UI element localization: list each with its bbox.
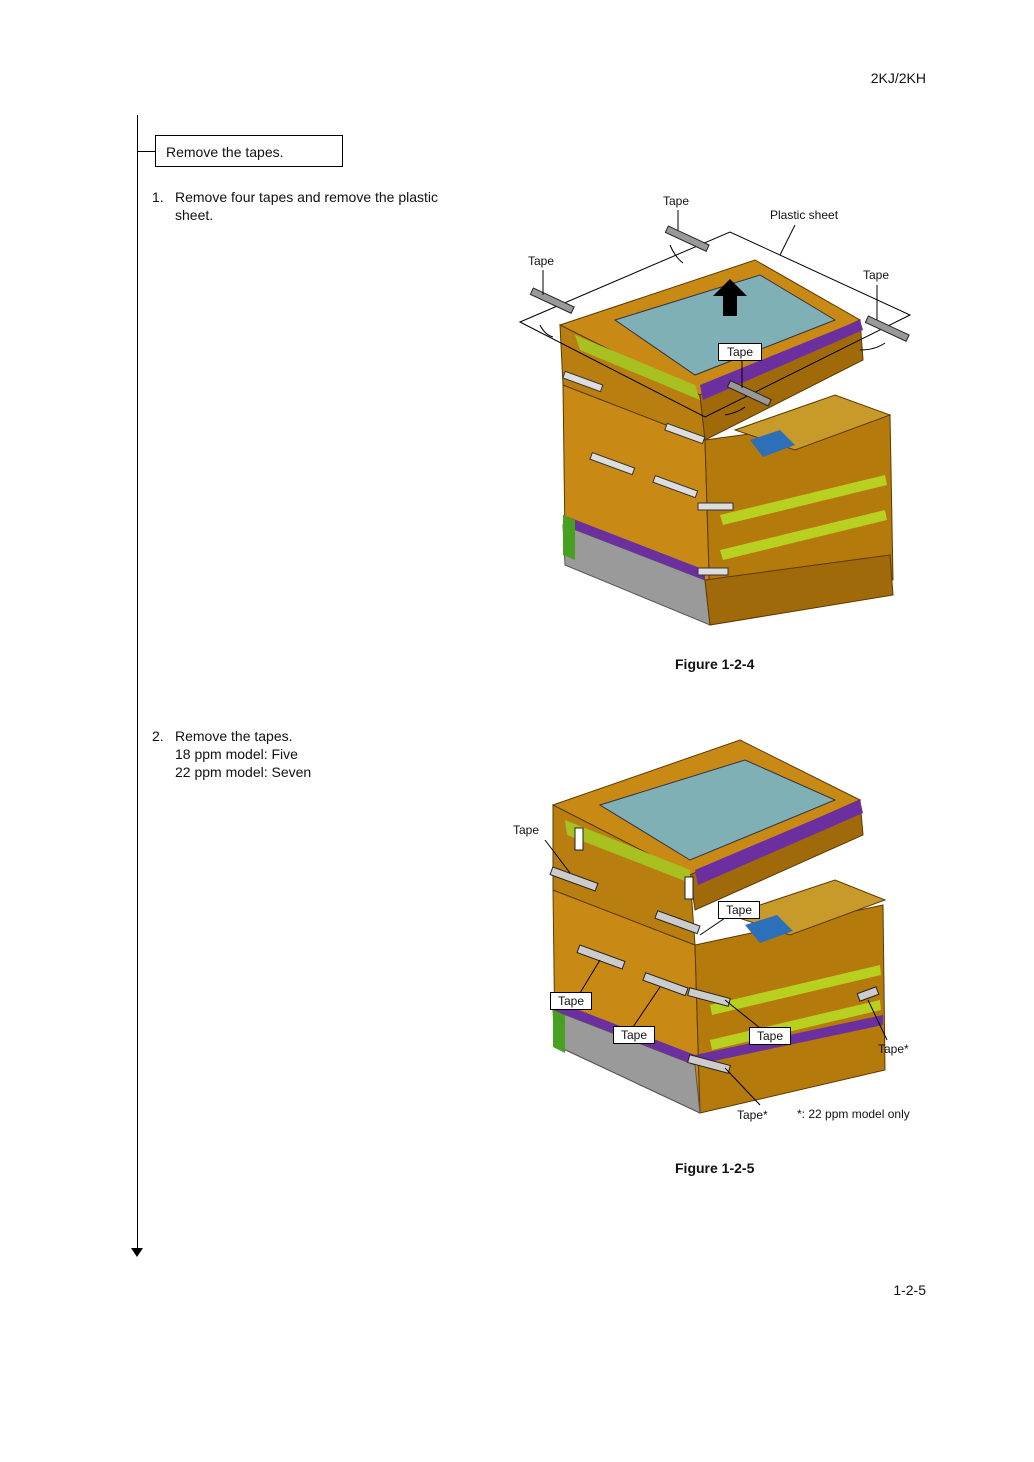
copier-tapes-illustration (544, 739, 888, 1114)
step-text: sheet. (175, 207, 214, 223)
copier-plastic-sheet-illustration (518, 210, 912, 626)
step-text: Remove four tapes and remove the plastic (175, 189, 439, 205)
step-text: Remove the tapes. (175, 728, 293, 744)
figure-1-caption: Figure 1-2-4 (675, 656, 755, 672)
label-tape: Tape (550, 992, 593, 1010)
figure-1-illustration: Tape Plastic sheet Tape Tape Tape (505, 185, 935, 635)
flow-arrow-icon (131, 1248, 143, 1257)
document-code: 2KJ/2KH (870, 70, 926, 86)
step-text: 18 ppm model: Five (175, 746, 298, 762)
figure-2-illustration: Tape Tape Tape Tape Tape Tape* Tape* *: … (505, 735, 935, 1135)
page-number: 1-2-5 (893, 1282, 926, 1298)
label-tape: Tape (663, 194, 690, 208)
label-tape-star: Tape* (878, 1042, 909, 1056)
step-number: 1. (152, 189, 164, 205)
label-tape: Tape (513, 823, 540, 837)
label-tape: Tape (863, 268, 890, 282)
section-title: Remove the tapes. (155, 135, 343, 167)
label-tape: Tape (718, 343, 763, 361)
label-tape: Tape (718, 901, 761, 919)
label-tape: Tape (528, 254, 555, 268)
footnote: *: 22 ppm model only (797, 1107, 910, 1121)
label-plastic-sheet: Plastic sheet (770, 208, 839, 222)
figure-2-caption: Figure 1-2-5 (675, 1160, 755, 1176)
step-number: 2. (152, 728, 164, 744)
label-tape-star: Tape* (737, 1108, 768, 1122)
label-tape: Tape (613, 1026, 656, 1044)
flow-line (137, 115, 138, 1250)
flow-tick (137, 151, 155, 152)
label-tape: Tape (749, 1027, 792, 1045)
step-text: 22 ppm model: Seven (175, 764, 312, 780)
